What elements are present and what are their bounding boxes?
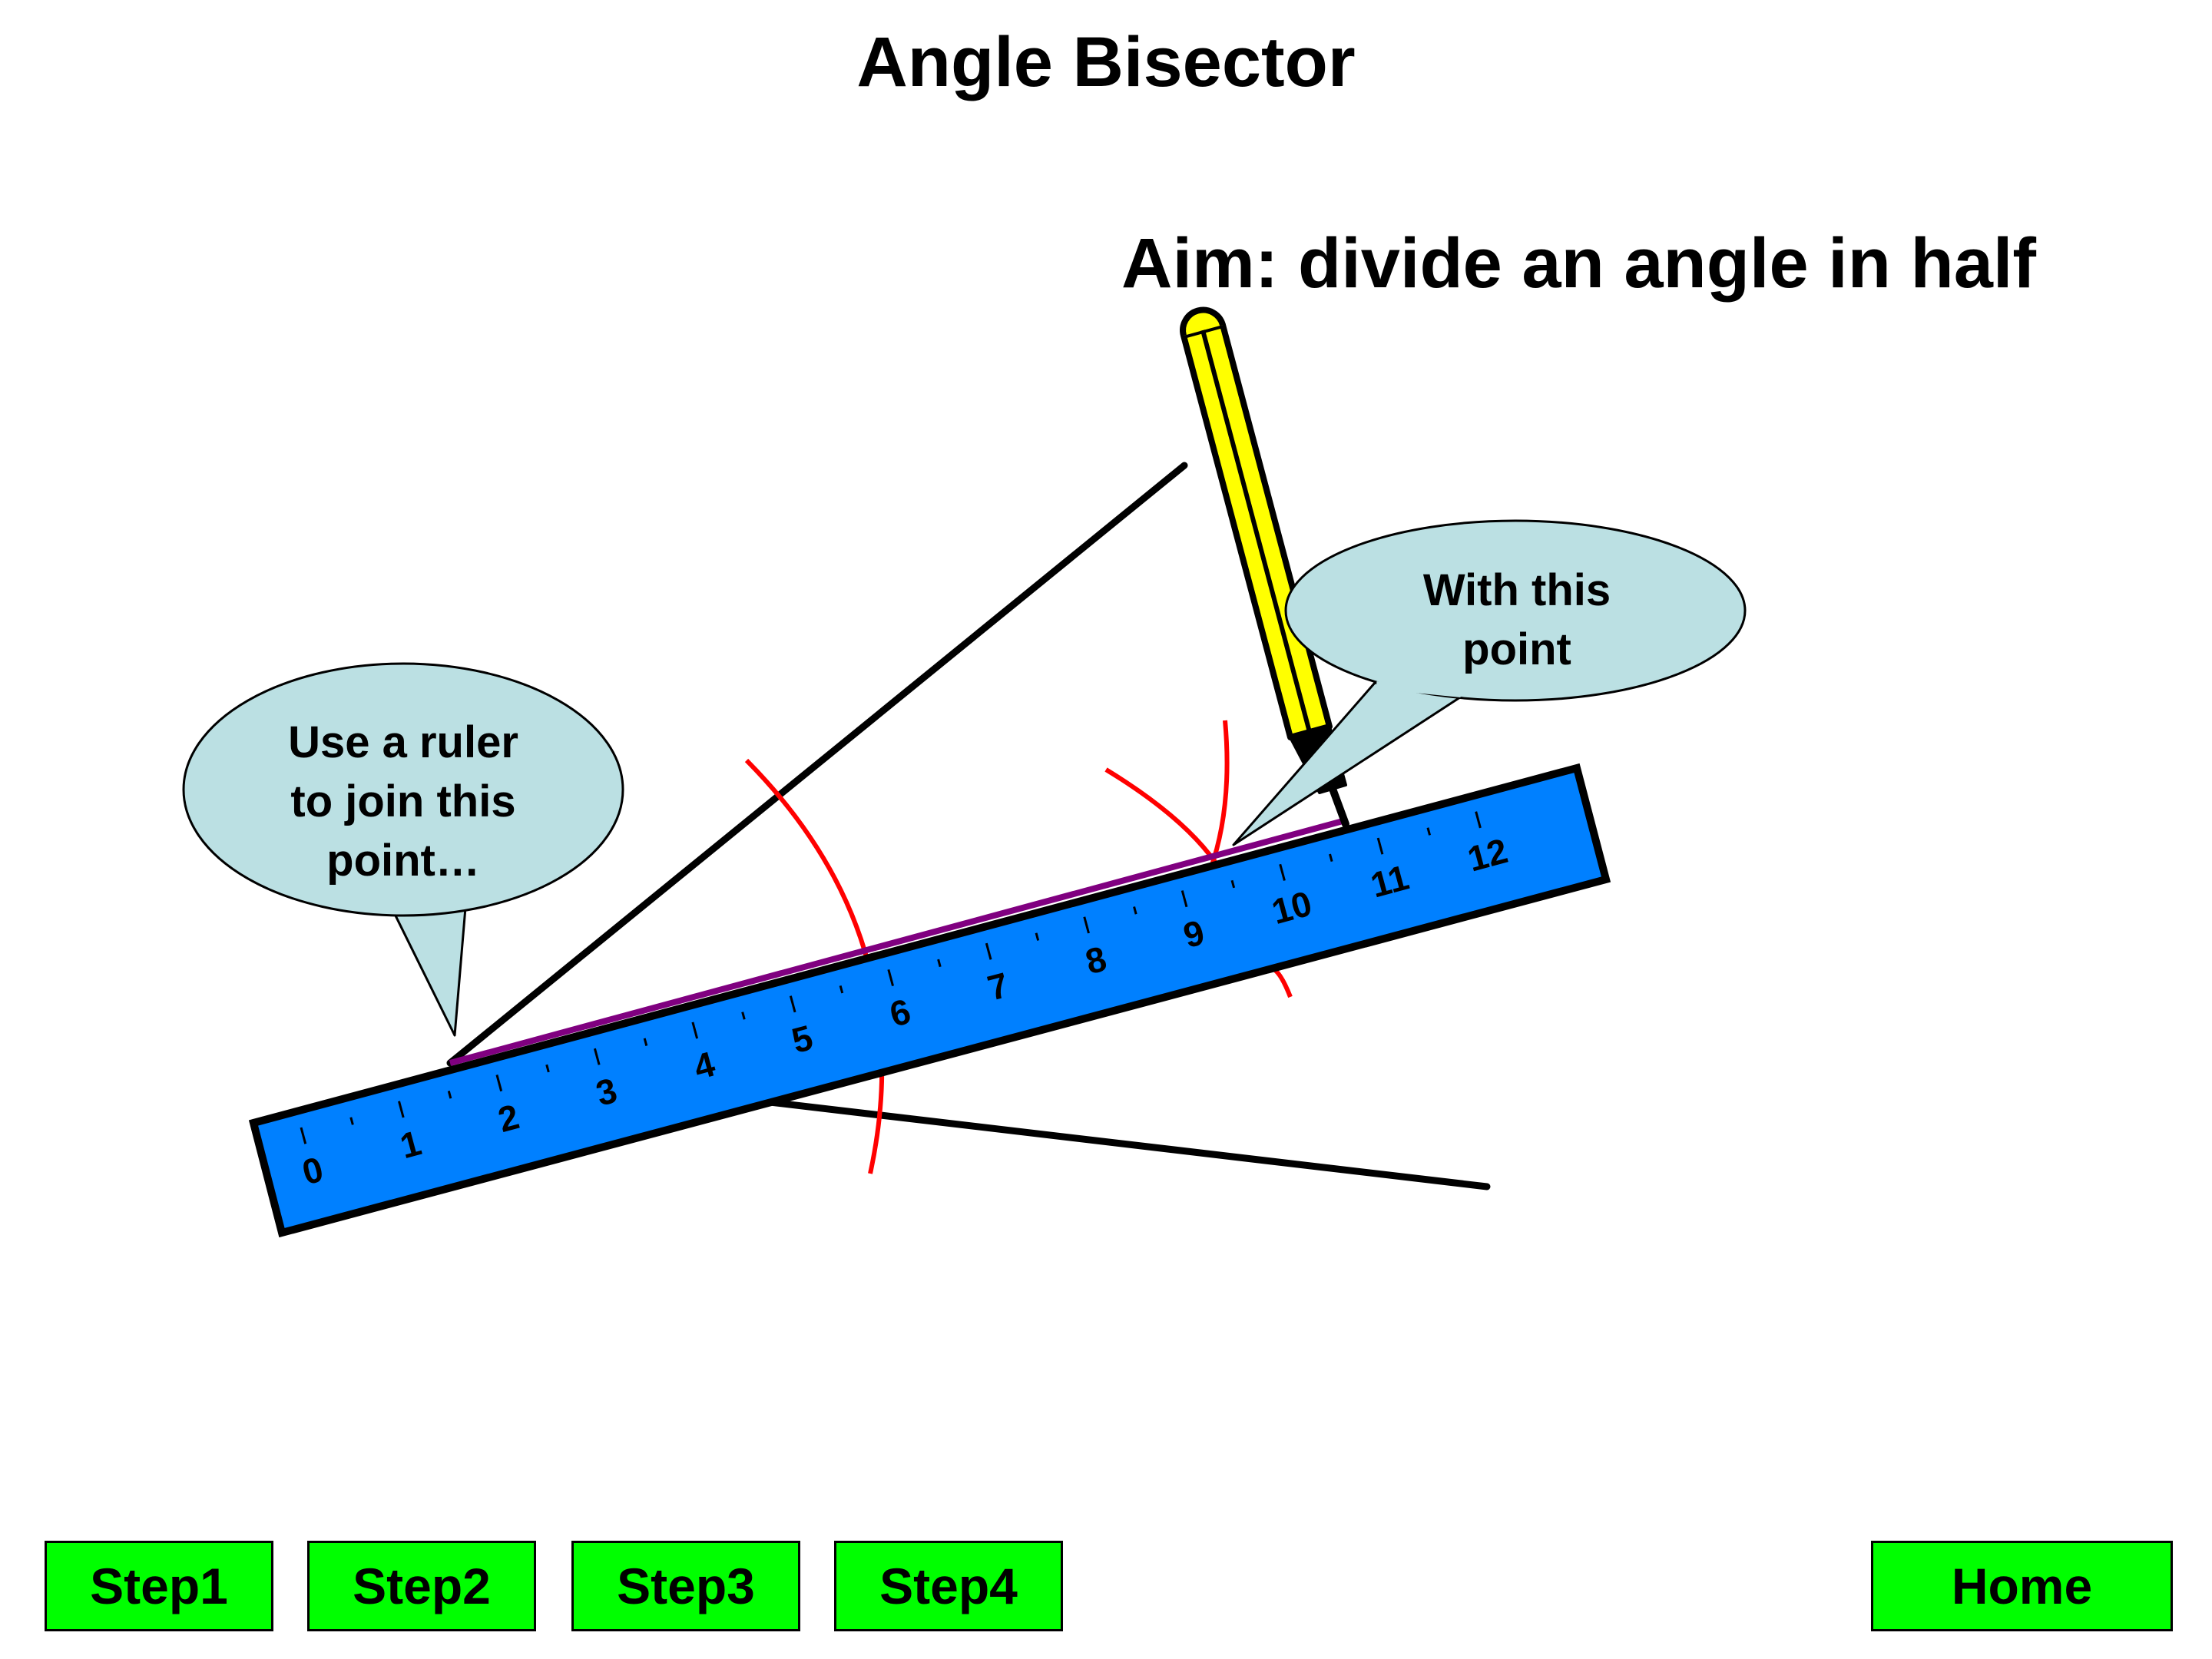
- ruler-major-tick: [789, 995, 796, 1013]
- ruler-minor-tick: [1426, 827, 1432, 836]
- ruler-minor-tick: [643, 1038, 648, 1046]
- step2-button[interactable]: Step2: [307, 1541, 536, 1631]
- angle-upper-arm: [446, 462, 1188, 1067]
- ruler-minor-tick: [839, 985, 844, 994]
- ruler-major-tick: [1376, 837, 1384, 855]
- callout-right-line-2: point: [1462, 624, 1571, 674]
- ruler-minor-tick: [545, 1064, 550, 1073]
- ruler-minor-tick: [1230, 879, 1236, 889]
- aim-heading: Aim: divide an angle in half: [1121, 224, 2037, 303]
- callout-left-text: Use a ruler to join this point…: [242, 713, 565, 890]
- ruler-minor-tick: [349, 1117, 354, 1125]
- ruler-major-tick: [495, 1075, 503, 1092]
- ruler-major-tick: [1083, 916, 1090, 934]
- step3-button[interactable]: Step3: [571, 1541, 800, 1631]
- ruler-major-tick: [593, 1048, 601, 1065]
- ruler-minor-tick: [447, 1091, 452, 1099]
- callout-right: [1232, 519, 1747, 846]
- callout-left-line-2: to join this: [290, 777, 516, 826]
- ruler-major-tick: [398, 1101, 405, 1118]
- ruler-major-tick: [691, 1022, 699, 1039]
- ruler-major-tick: [985, 942, 992, 960]
- callout-left: [182, 662, 624, 1037]
- ruler-minor-tick: [1329, 853, 1333, 863]
- angle-lower-arm: [733, 1094, 1491, 1190]
- ruler-minor-tick: [1133, 906, 1137, 915]
- callout-right-line-1: With this: [1422, 565, 1611, 615]
- ruler-minor-tick: [741, 1012, 746, 1020]
- home-button[interactable]: Home: [1871, 1541, 2173, 1631]
- ruler-major-tick: [1181, 890, 1188, 908]
- callout-left-line-1: Use a ruler: [288, 717, 518, 767]
- step1-button[interactable]: Step1: [45, 1541, 273, 1631]
- page-title: Angle Bisector: [856, 23, 1356, 101]
- ruler-major-tick: [1279, 863, 1286, 881]
- ruler-major-tick: [1475, 811, 1482, 829]
- callout-right-text: With this point: [1363, 561, 1671, 679]
- construction-arc-lower: [1208, 720, 1230, 870]
- ruler-minor-tick: [937, 959, 942, 968]
- bisector-drawn-line: [449, 817, 1347, 1066]
- ruler-major-tick: [300, 1127, 307, 1144]
- ruler-minor-tick: [1035, 932, 1040, 941]
- ruler-major-tick: [887, 969, 894, 986]
- step4-button[interactable]: Step4: [834, 1541, 1063, 1631]
- callout-left-line-3: point…: [326, 836, 480, 886]
